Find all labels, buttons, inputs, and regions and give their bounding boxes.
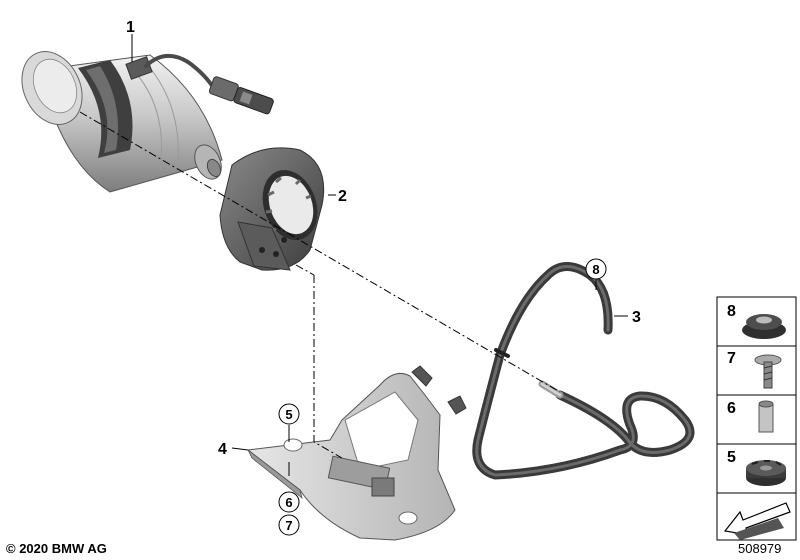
callout-6: 6: [285, 495, 292, 510]
pump-holder: [219, 147, 325, 271]
leader-lines: [131, 34, 628, 476]
vacuum-hose: [472, 262, 695, 480]
callout-1: 1: [126, 19, 135, 36]
callout-circle-5: 5: [278, 403, 300, 425]
spacer-sleeve-icon: [758, 400, 774, 433]
grommet-icon: [742, 314, 786, 339]
vacuum-pump: [21, 51, 274, 193]
callout-circle-6: 6: [278, 491, 300, 513]
legend-number-7: 7: [727, 350, 736, 367]
callout-circle-8: 8: [585, 258, 607, 280]
arrow-symbol-icon: [723, 502, 791, 540]
bracket-plate: [246, 365, 467, 541]
legend-number-8: 8: [727, 303, 736, 320]
image-number: 508979: [738, 541, 782, 556]
callout-8: 8: [592, 262, 599, 277]
callout-circle-7: 7: [278, 514, 300, 536]
callout-3: 3: [632, 309, 641, 326]
legend-number-5: 5: [727, 449, 736, 466]
callout-4: 4: [218, 441, 227, 458]
legend-number-6: 6: [727, 400, 736, 417]
callout-7: 7: [285, 518, 292, 533]
screw-icon: [754, 354, 782, 389]
parts-legend: 8 7 6 5: [716, 296, 797, 541]
callout-5: 5: [285, 407, 292, 422]
assembly-lines: [79, 111, 561, 459]
callout-2: 2: [338, 188, 347, 205]
nut-icon: [746, 460, 786, 486]
copyright-notice: © 2020 BMW AG: [6, 541, 107, 556]
